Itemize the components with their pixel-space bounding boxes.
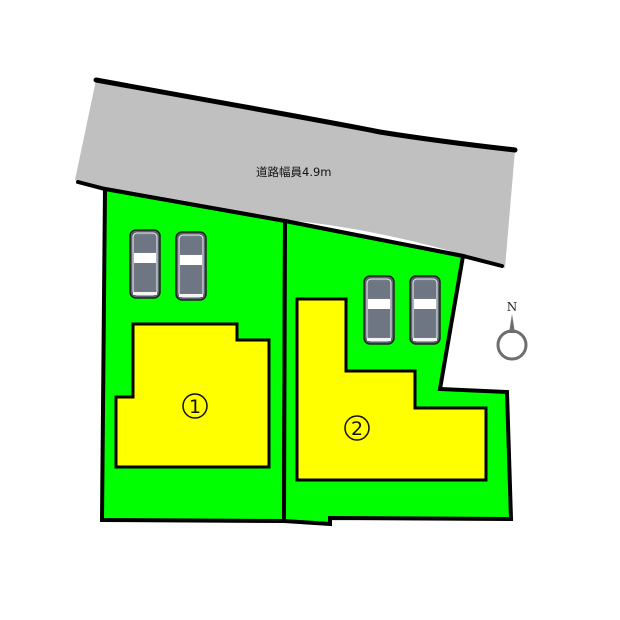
parking-car-icon	[363, 275, 395, 345]
lot-2: 2	[281, 218, 514, 527]
lot-1: 1	[99, 186, 288, 524]
parking-car-icon	[129, 229, 161, 299]
lot-1-number: 1	[189, 396, 201, 418]
parking-car-icon	[175, 231, 207, 301]
road-width-label: 道路幅員4.9m	[256, 165, 332, 179]
north-label: N	[507, 300, 518, 314]
north-compass-icon: N	[496, 300, 528, 361]
lot-1-number-circle	[182, 393, 208, 419]
parking-car-icon	[409, 275, 441, 345]
lot-2-number-circle	[344, 415, 370, 441]
lot-2-number: 2	[351, 418, 363, 440]
lot-1-building	[114, 322, 271, 469]
lot-2-building	[295, 297, 488, 482]
